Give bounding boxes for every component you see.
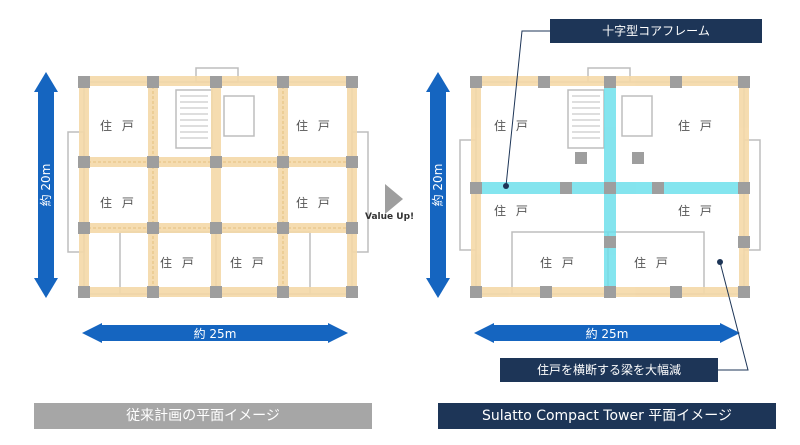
right-plan-columns bbox=[470, 76, 750, 298]
left-unit-label-1: 住 戸 bbox=[100, 119, 137, 133]
left-plan-caption: 従来計画の平面イメージ bbox=[34, 403, 372, 429]
left-height-dim-label: 約 20m bbox=[38, 164, 53, 207]
right-width-dim-label: 約 25m bbox=[586, 326, 629, 341]
left-unit-label-2: 住 戸 bbox=[296, 119, 333, 133]
cross-frame-leader bbox=[503, 30, 550, 189]
left-height-dimension-arrow: 約 20m bbox=[34, 72, 58, 298]
left-width-dim-label: 約 25m bbox=[194, 326, 237, 341]
left-unit-label-3: 住 戸 bbox=[100, 196, 137, 210]
value-up-label: Value Up! bbox=[365, 212, 415, 222]
value-up-arrow-icon bbox=[385, 184, 403, 214]
left-width-dimension-arrow: 約 25m bbox=[82, 323, 348, 343]
left-unit-label-4: 住 戸 bbox=[296, 196, 333, 210]
beam-reduction-callout: 住戸を横断する梁を大幅減 bbox=[500, 358, 718, 382]
right-unit-label-2: 住 戸 bbox=[678, 119, 715, 133]
right-unit-label-4: 住 戸 bbox=[678, 204, 715, 218]
cross-frame-callout: 十字型コアフレーム bbox=[550, 19, 762, 43]
right-unit-label-1: 住 戸 bbox=[494, 119, 531, 133]
right-height-dim-label: 約 20m bbox=[430, 164, 445, 207]
right-width-dimension-arrow: 約 25m bbox=[474, 323, 740, 343]
beam-reduction-leader bbox=[717, 259, 749, 371]
right-unit-label-6: 住 戸 bbox=[634, 256, 671, 270]
left-plan-columns bbox=[78, 76, 358, 298]
left-unit-label-5: 住 戸 bbox=[160, 256, 197, 270]
right-unit-label-5: 住 戸 bbox=[540, 256, 577, 270]
right-stair-icon bbox=[572, 95, 600, 139]
right-height-dimension-arrow: 約 20m bbox=[426, 72, 450, 298]
right-plan-caption: Sulatto Compact Tower 平面イメージ bbox=[438, 403, 776, 429]
right-unit-label-3: 住 戸 bbox=[494, 204, 531, 218]
left-stair-icon bbox=[180, 95, 208, 139]
left-unit-label-6: 住 戸 bbox=[230, 256, 267, 270]
